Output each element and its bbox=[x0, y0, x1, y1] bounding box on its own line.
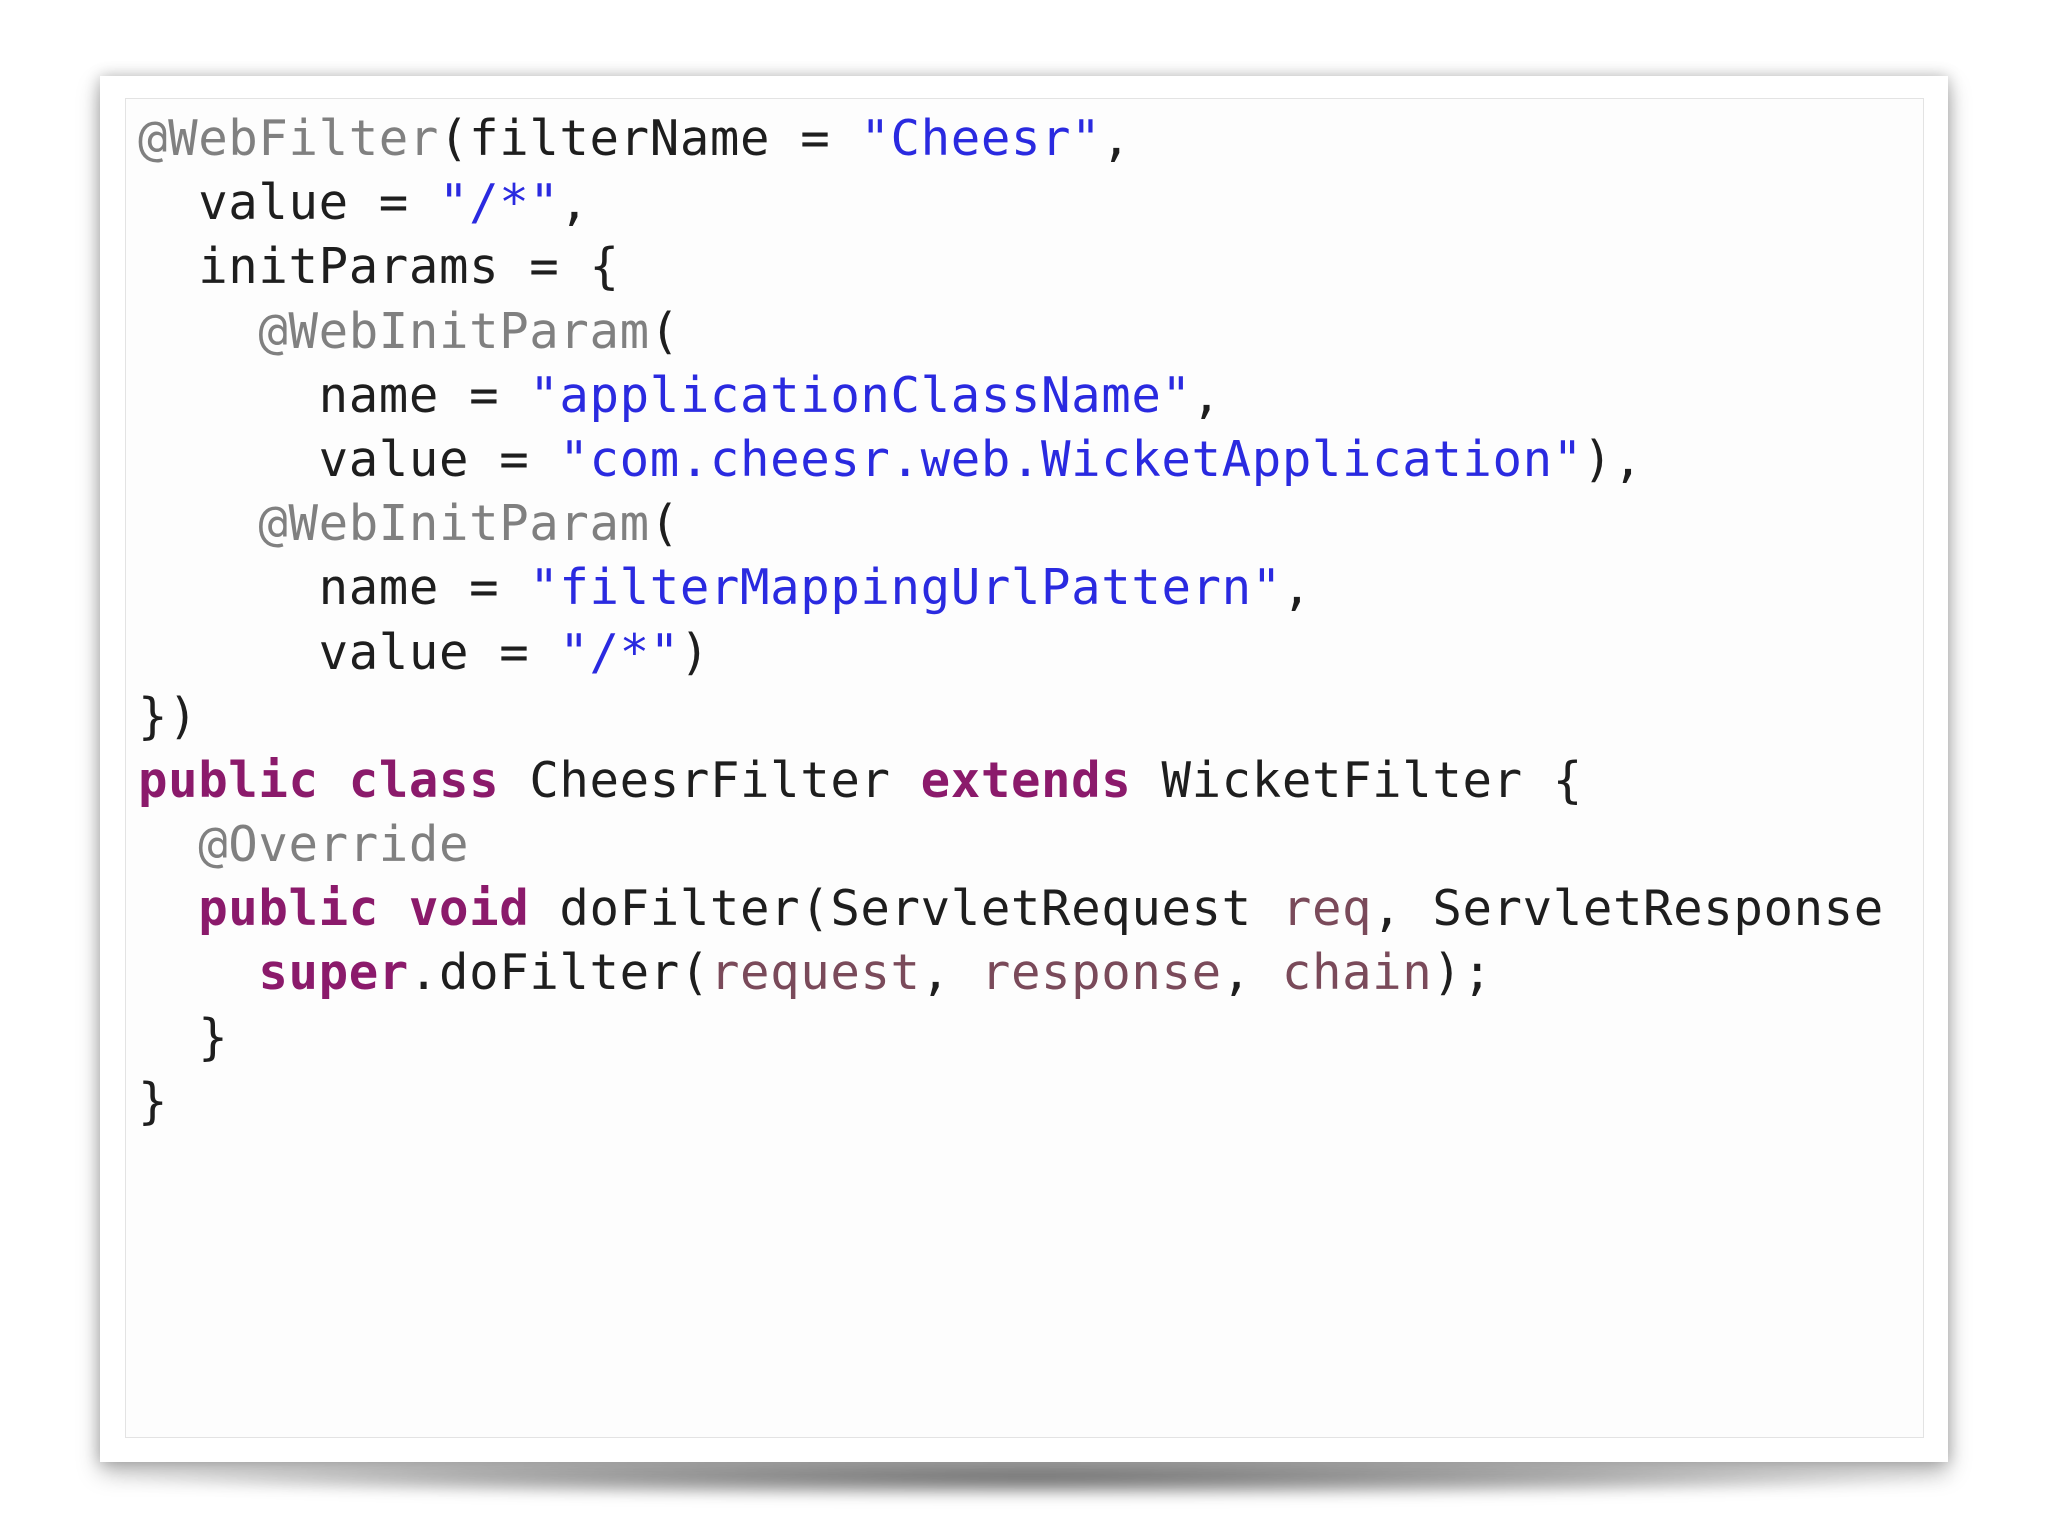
code-line: value = "/*") bbox=[138, 621, 1884, 685]
code-token-plain: value = bbox=[318, 623, 560, 681]
code-token-plain: , bbox=[559, 174, 590, 232]
code-token-string: "com.cheesr.web.WicketApplication" bbox=[559, 430, 1583, 488]
code-token-param: response bbox=[980, 944, 1222, 1002]
code-token-plain bbox=[319, 752, 349, 809]
code-line: initParams = { bbox=[138, 235, 1884, 299]
code-token-plain: WicketFilter { bbox=[1131, 751, 1583, 809]
code-token-plain: } bbox=[198, 1008, 229, 1066]
code-token-plain: , bbox=[1281, 559, 1312, 617]
code-panel: @WebFilter(filterName = "Cheesr", value … bbox=[125, 98, 1924, 1438]
code-token-plain: ( bbox=[649, 495, 680, 553]
code-token-annotation: @WebFilter bbox=[138, 110, 440, 167]
code-token-annotation: @WebInitParam bbox=[258, 302, 650, 360]
code-line: value = "/*", bbox=[138, 171, 1884, 235]
code-indent bbox=[138, 367, 319, 424]
code-indent bbox=[138, 431, 319, 488]
code-token-param: chain bbox=[1281, 944, 1433, 1002]
code-token-keyword: class bbox=[348, 751, 500, 809]
code-line: public void doFilter(ServletRequest req,… bbox=[138, 877, 1884, 941]
code-token-keyword: extends bbox=[920, 751, 1132, 809]
code-indent bbox=[138, 816, 198, 873]
code-token-plain: initParams = { bbox=[198, 238, 620, 296]
code-token-plain: ); bbox=[1432, 944, 1493, 1002]
code-indent bbox=[138, 303, 258, 360]
code-token-plain: , ServletResponse bbox=[1372, 880, 1884, 938]
code-token-string: "applicationClassName" bbox=[529, 366, 1192, 424]
code-line: @WebInitParam( bbox=[138, 300, 1884, 364]
code-indent bbox=[138, 174, 198, 231]
code-token-plain: doFilter(ServletRequest bbox=[529, 880, 1282, 938]
code-token-plain: CheesrFilter bbox=[499, 751, 921, 809]
code-token-plain bbox=[379, 880, 409, 937]
code-line: @WebFilter(filterName = "Cheesr", bbox=[138, 107, 1884, 171]
code-token-plain: .doFilter( bbox=[408, 944, 710, 1002]
code-token-plain: name = bbox=[318, 366, 530, 424]
code-token-string: "Cheesr" bbox=[860, 110, 1102, 167]
code-indent bbox=[138, 559, 319, 616]
code-token-plain: value = bbox=[318, 430, 560, 488]
code-line: }) bbox=[138, 685, 1884, 749]
code-token-plain: value = bbox=[198, 174, 440, 232]
code-token-plain: name = bbox=[318, 559, 530, 617]
code-token-param: request bbox=[709, 944, 921, 1002]
code-line: value = "com.cheesr.web.WicketApplicatio… bbox=[138, 428, 1884, 492]
code-token-plain: , bbox=[1221, 944, 1282, 1002]
slide-drop-shadow bbox=[112, 1458, 1952, 1498]
code-token-plain: }) bbox=[138, 687, 199, 745]
code-token-plain: ) bbox=[679, 623, 710, 681]
code-token-annotation: @Override bbox=[198, 816, 470, 874]
code-token-annotation: @WebInitParam bbox=[258, 495, 650, 553]
code-line: @WebInitParam( bbox=[138, 492, 1884, 556]
code-block: @WebFilter(filterName = "Cheesr", value … bbox=[138, 107, 1884, 1134]
code-token-keyword: public bbox=[198, 880, 379, 938]
code-line: } bbox=[138, 1070, 1884, 1134]
code-token-string: "/*" bbox=[439, 174, 560, 232]
code-token-plain: , bbox=[1191, 366, 1222, 424]
code-token-plain: ), bbox=[1582, 430, 1644, 488]
code-token-plain: , bbox=[920, 944, 981, 1002]
code-token-string: "filterMappingUrlPattern" bbox=[529, 559, 1282, 617]
code-line: super.doFilter(request, response, chain)… bbox=[138, 941, 1884, 1005]
code-token-keyword: super bbox=[258, 944, 409, 1002]
code-indent bbox=[138, 238, 198, 295]
code-line: public class CheesrFilter extends Wicket… bbox=[138, 749, 1884, 813]
code-token-plain: ( bbox=[649, 302, 680, 360]
code-token-keyword: void bbox=[408, 880, 530, 938]
code-token-plain: , bbox=[1101, 110, 1132, 167]
code-token-plain: (filterName = bbox=[439, 110, 861, 167]
code-token-string: "/*" bbox=[559, 623, 680, 681]
code-token-keyword: public bbox=[138, 751, 319, 809]
code-line: } bbox=[138, 1006, 1884, 1070]
code-line: @Override bbox=[138, 813, 1884, 877]
code-line: name = "filterMappingUrlPattern", bbox=[138, 556, 1884, 620]
code-indent bbox=[138, 944, 258, 1001]
code-indent bbox=[138, 1009, 198, 1066]
code-line: name = "applicationClassName", bbox=[138, 364, 1884, 428]
code-token-plain: } bbox=[138, 1072, 169, 1130]
code-indent bbox=[138, 624, 319, 681]
code-token-param: req bbox=[1281, 880, 1373, 938]
code-indent bbox=[138, 495, 258, 552]
code-indent bbox=[138, 880, 198, 937]
